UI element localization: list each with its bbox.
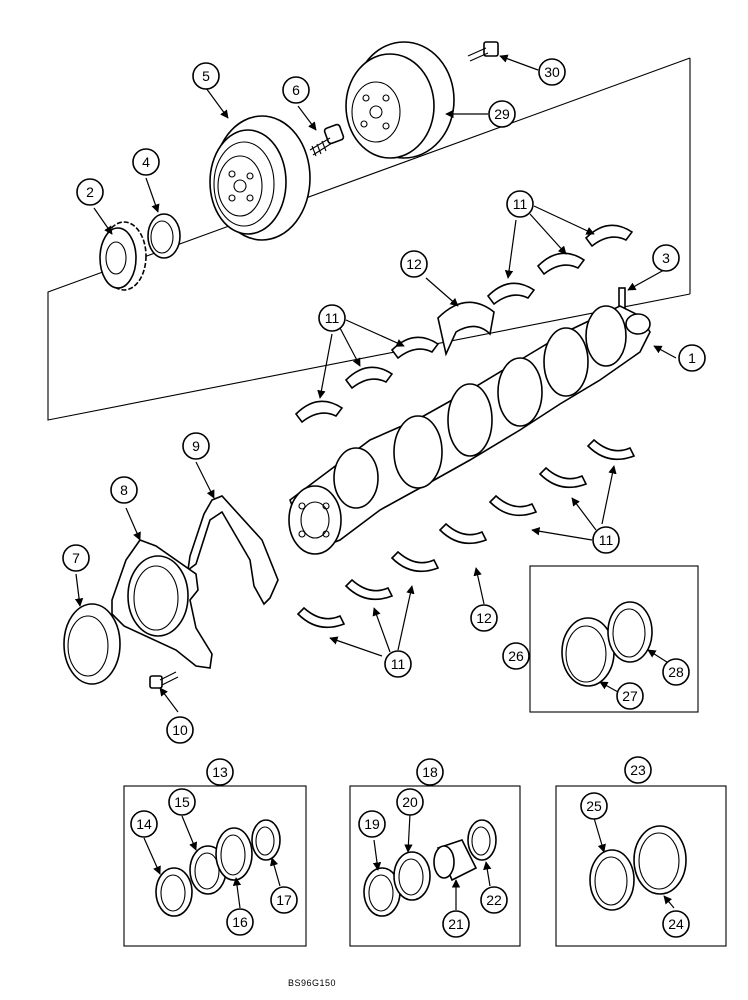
callout-9-label: 9 (192, 438, 200, 454)
callout-17-label: 17 (276, 892, 292, 908)
callout-26: 26 (502, 642, 530, 670)
callout-6: 6 (282, 76, 310, 104)
lower-bearing-shells (296, 438, 636, 629)
callout-15-label: 15 (174, 794, 190, 810)
callout-19-label: 19 (364, 816, 380, 832)
callout-11-upper-right-label: 11 (513, 196, 528, 212)
kit-frame-18 (349, 785, 521, 947)
callout-21-label: 21 (448, 916, 464, 932)
callout-4-label: 4 (142, 154, 150, 170)
callout-23-label: 23 (630, 762, 646, 778)
callout-17: 17 (270, 886, 298, 914)
callout-18-label: 18 (422, 764, 438, 780)
kit-frame-26 (529, 565, 699, 713)
callout-26-label: 26 (508, 648, 524, 664)
callout-5-label: 5 (202, 68, 210, 84)
crankshaft (288, 305, 651, 555)
callout-13-label: 13 (212, 764, 228, 780)
callout-12-lower: 12 (470, 604, 498, 632)
kit-23-parts (589, 825, 687, 911)
callout-22: 22 (480, 886, 508, 914)
leader-lines (74, 54, 677, 910)
callout-1: 1 (678, 344, 706, 372)
callout-24-label: 24 (668, 916, 684, 932)
callout-20-label: 20 (402, 794, 418, 810)
callout-6-label: 6 (292, 82, 300, 98)
callout-10: 10 (166, 716, 194, 744)
callout-8: 8 (110, 476, 138, 504)
callout-5: 5 (192, 62, 220, 90)
kit-18-parts (363, 819, 497, 917)
damper-pulley (209, 115, 311, 241)
callout-1-label: 1 (688, 350, 696, 366)
callout-4: 4 (132, 148, 160, 176)
crankshaft-gear (99, 221, 147, 291)
callout-23: 23 (624, 756, 652, 784)
housing-bolt (149, 671, 179, 689)
callout-11-lower-right: 11 (592, 526, 620, 554)
callout-12-upper-label: 12 (406, 256, 422, 272)
callout-11-lower-left: 11 (384, 650, 412, 678)
callout-18: 18 (416, 758, 444, 786)
callout-22-label: 22 (486, 892, 502, 908)
callout-29: 29 (488, 100, 516, 128)
callout-28-label: 28 (668, 664, 684, 680)
callout-11-lower-left-label: 11 (391, 656, 406, 672)
callout-14-label: 14 (136, 816, 152, 832)
kit-frame-23 (555, 785, 727, 947)
pulley-bolt (467, 41, 499, 62)
kit-13-parts (155, 819, 281, 917)
callout-11-upper-right: 11 (506, 190, 534, 218)
dowel-pin (618, 287, 626, 309)
kit-frame-13 (123, 785, 307, 947)
callout-28: 28 (662, 658, 690, 686)
callout-12-lower-label: 12 (476, 610, 492, 626)
callout-3-label: 3 (662, 250, 670, 266)
callout-7: 7 (62, 544, 90, 572)
callout-12-upper: 12 (400, 250, 428, 278)
callout-16-label: 16 (232, 914, 248, 930)
callout-9: 9 (182, 432, 210, 460)
callout-11-upper-left-label: 11 (325, 310, 340, 326)
callout-8-label: 8 (120, 482, 128, 498)
callout-3: 3 (652, 244, 680, 272)
callout-11-lower-right-label: 11 (599, 532, 614, 548)
callout-14: 14 (130, 810, 158, 838)
callout-11-upper-left: 11 (318, 304, 346, 332)
callout-30-label: 30 (544, 64, 560, 80)
upper-bearing-shells (294, 224, 634, 424)
front-seal-ring (147, 213, 181, 259)
callout-2-label: 2 (86, 184, 94, 200)
callout-13: 13 (206, 758, 234, 786)
figure-code: BS96G150 (288, 978, 337, 988)
callout-7-label: 7 (72, 550, 80, 566)
callout-29-label: 29 (494, 106, 510, 122)
callout-2: 2 (76, 178, 104, 206)
rear-seal-housing (111, 539, 213, 669)
rear-cover-gasket (186, 495, 279, 606)
callout-16: 16 (226, 908, 254, 936)
callout-24: 24 (662, 910, 690, 938)
callout-19: 19 (358, 810, 386, 838)
crankshaft-pulley (345, 41, 455, 159)
damper-bolt (309, 123, 345, 157)
callout-25-label: 25 (586, 798, 602, 814)
callout-15: 15 (168, 788, 196, 816)
callout-21: 21 (442, 910, 470, 938)
callout-20: 20 (396, 788, 424, 816)
callout-10-label: 10 (172, 722, 188, 738)
callout-27-label: 27 (622, 688, 638, 704)
callout-25: 25 (580, 792, 608, 820)
callout-30: 30 (538, 58, 566, 86)
rear-seal (63, 603, 121, 685)
kit-26-parts (561, 601, 653, 687)
callout-27: 27 (616, 682, 644, 710)
